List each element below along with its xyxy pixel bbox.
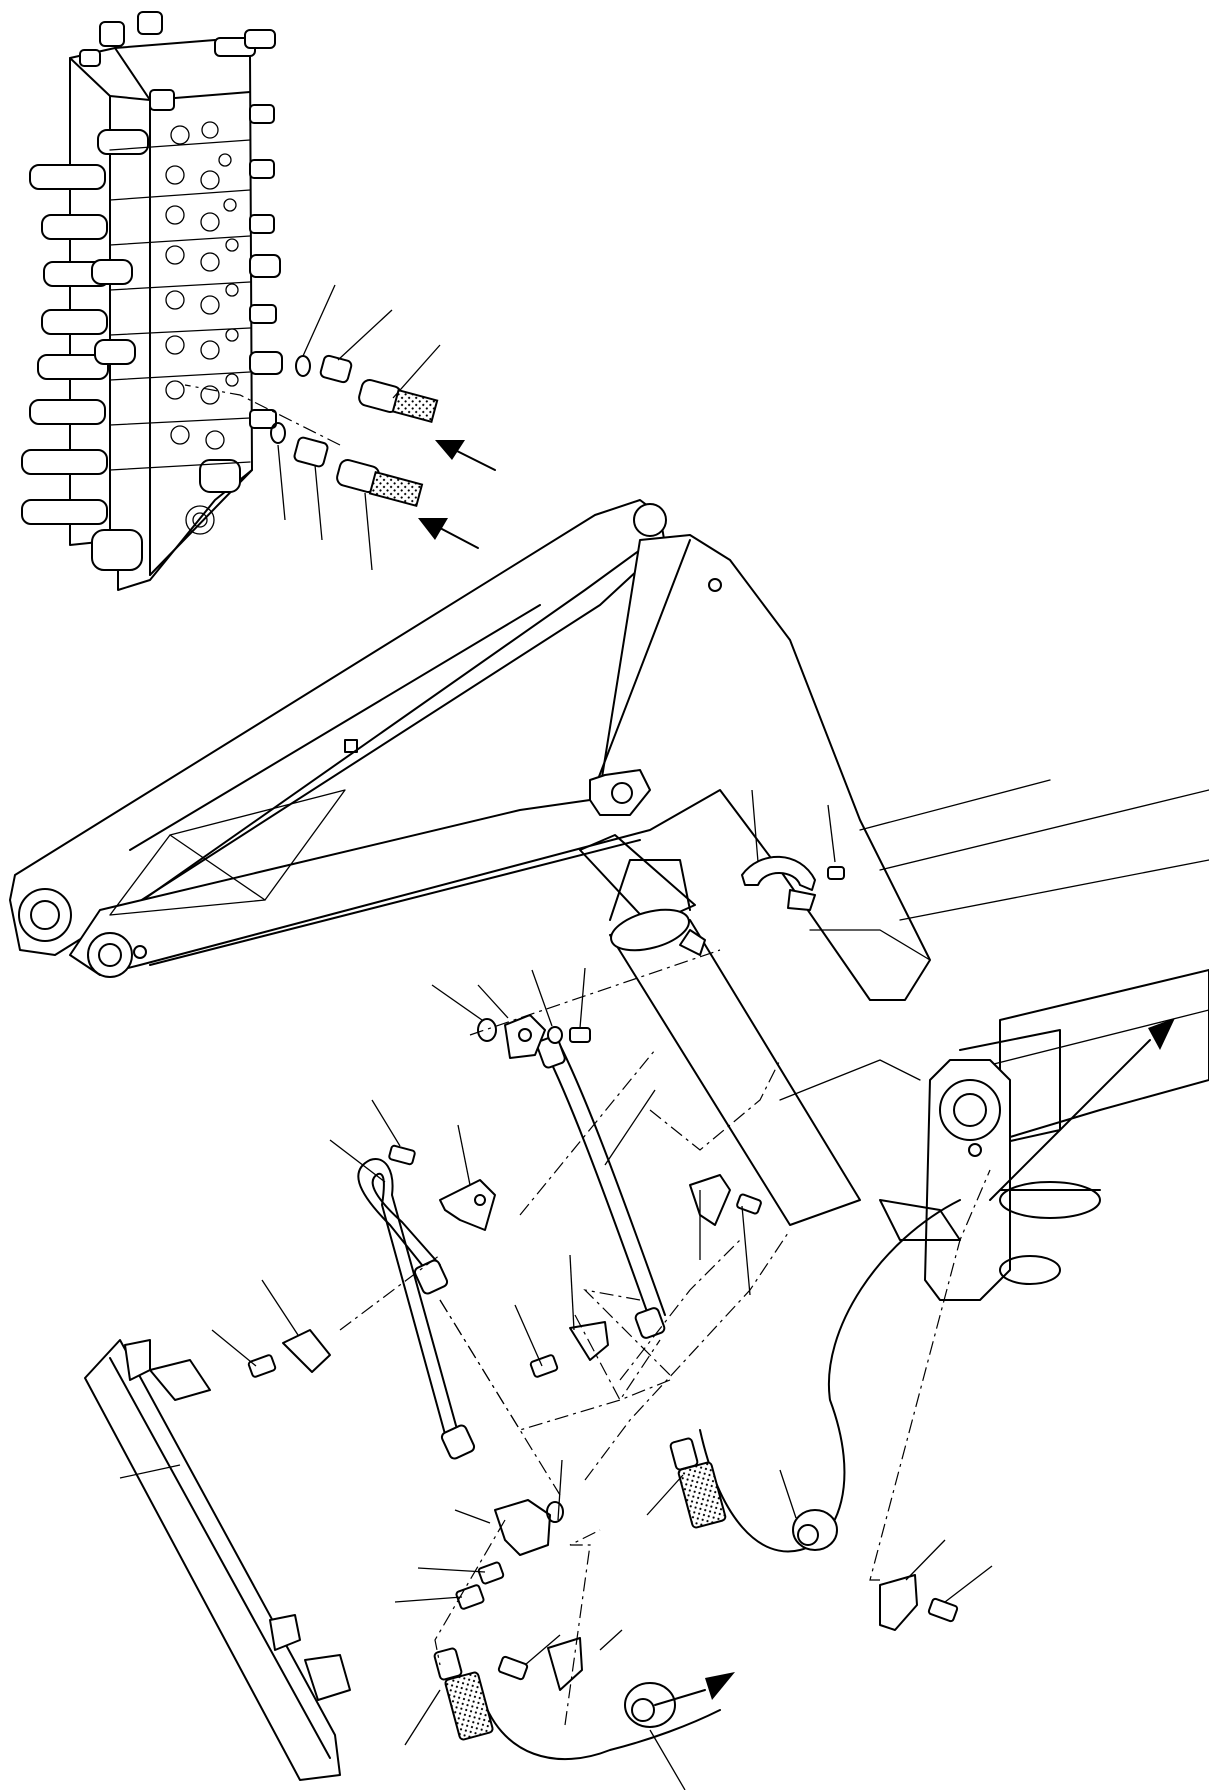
clamp-hardware [248,857,958,1690]
hose-guard [85,1340,350,1780]
hose-middle [670,1200,960,1552]
valve-fittings [271,285,495,570]
tube-assembly [358,1015,665,1460]
arrow-icon [990,1018,1175,1200]
leader-lines [120,790,992,1790]
chassis [780,780,1209,1300]
boom-cylinder [580,835,860,1225]
boom [10,500,930,1000]
arrow-icon [418,518,478,548]
hose-bottom [434,1648,735,1759]
center-lines [185,385,990,1725]
arrow-icon [655,1672,735,1705]
arrow-icon [435,440,495,470]
control-valve [22,12,282,590]
